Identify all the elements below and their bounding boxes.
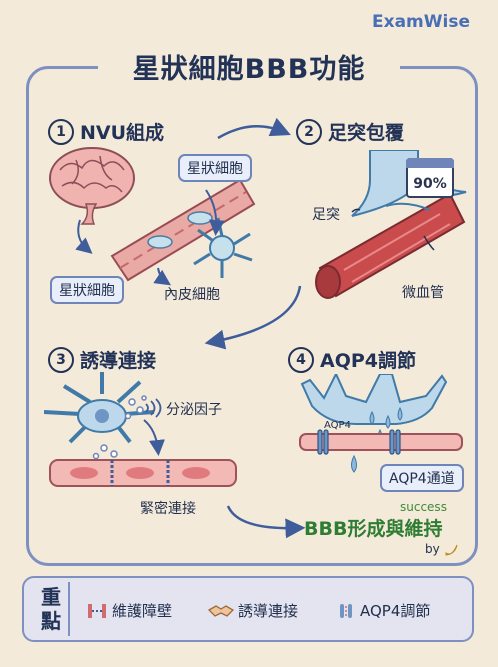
banana-icon [445, 544, 458, 556]
signal-waves-icon [145, 398, 162, 418]
success-badge: success [400, 500, 447, 514]
section-2-heading: 2 足突包覆 [296, 118, 404, 145]
brain-icon [49, 147, 135, 225]
key-points-bar: 重 點 維護障壁 誘導連接 AQP4調節 [22, 576, 474, 642]
vessel-icon [110, 178, 256, 282]
flow-arrow-to-result [226, 505, 306, 539]
handshake-icon [208, 604, 234, 617]
page-title: 星狀細胞BBB功能 [132, 53, 366, 85]
endothelial-cells-icon [49, 459, 237, 487]
arrow-1c [153, 267, 171, 286]
astrocyte-secreting-icon [44, 372, 155, 444]
section-3-number: 3 [48, 346, 74, 373]
induction-illustration [44, 372, 237, 487]
arrow-1a [75, 219, 93, 254]
key-points-title-1: 重 [41, 585, 61, 609]
label-endfoot: 足突 [312, 207, 340, 223]
section-3-title: 誘導連接 [80, 350, 157, 372]
coverage-badge: 90% [406, 158, 454, 198]
label-astrocyte-top: 星狀細胞 [178, 154, 252, 182]
aqp4-channel-icon [317, 429, 401, 455]
section-4-number: 4 [288, 346, 314, 373]
section-4-heading: 4 AQP4調節 [288, 346, 416, 373]
label-secreted-factors: 分泌因子 [166, 402, 222, 418]
nvu-illustration [49, 147, 256, 286]
byline: by [425, 542, 458, 557]
result-text: BBB形成與維持 [304, 518, 443, 540]
key-item-induction: 誘導連接 [208, 600, 298, 621]
section-1-title: NVU組成 [80, 122, 165, 144]
title-container: 星狀細胞BBB功能 [98, 44, 400, 88]
section-3-heading: 3 誘導連接 [48, 346, 156, 373]
barrier-icon [88, 603, 106, 618]
astrocyte-endfoot-icon [300, 374, 448, 425]
label-aqp4-channel: AQP4通道 [380, 464, 464, 492]
aqp4-illustration [299, 374, 463, 473]
label-capillary: 微血管 [402, 285, 444, 301]
section-1-number: 1 [48, 118, 74, 145]
section-2-number: 2 [296, 118, 322, 145]
section-4-title: AQP4調節 [320, 350, 417, 372]
brand-logo: ExamWise [372, 12, 470, 32]
label-aqp4: AQP4 [324, 420, 351, 431]
arrow-1b [205, 189, 225, 236]
section-1-heading: 1 NVU組成 [48, 118, 164, 145]
label-astrocyte-left: 星狀細胞 [50, 276, 124, 304]
label-tight-junction: 緊密連接 [140, 501, 196, 517]
leader-capillary [423, 235, 435, 251]
membrane-icon [299, 433, 463, 451]
key-item-aqp4-label: AQP4調節 [360, 602, 431, 620]
key-item-induction-label: 誘導連接 [238, 602, 299, 620]
flow-arrow-1-2 [217, 117, 291, 140]
arrow-3a [143, 419, 165, 456]
leader-endfoot [351, 208, 361, 213]
byline-text: by [425, 542, 440, 556]
key-item-barrier: 維護障壁 [86, 600, 172, 621]
key-item-barrier-label: 維護障壁 [112, 602, 173, 620]
label-endothelial: 內皮細胞 [164, 287, 220, 303]
flow-arrow-2-3 [204, 285, 302, 350]
key-points-title-2: 點 [41, 609, 61, 633]
capillary-icon [315, 192, 466, 299]
key-item-aqp4: AQP4調節 [336, 600, 430, 621]
key-points-title: 重 點 [34, 582, 70, 636]
section-2-title: 足突包覆 [328, 122, 405, 144]
channel-icon [340, 603, 352, 618]
secreted-factors-icon [92, 395, 147, 460]
